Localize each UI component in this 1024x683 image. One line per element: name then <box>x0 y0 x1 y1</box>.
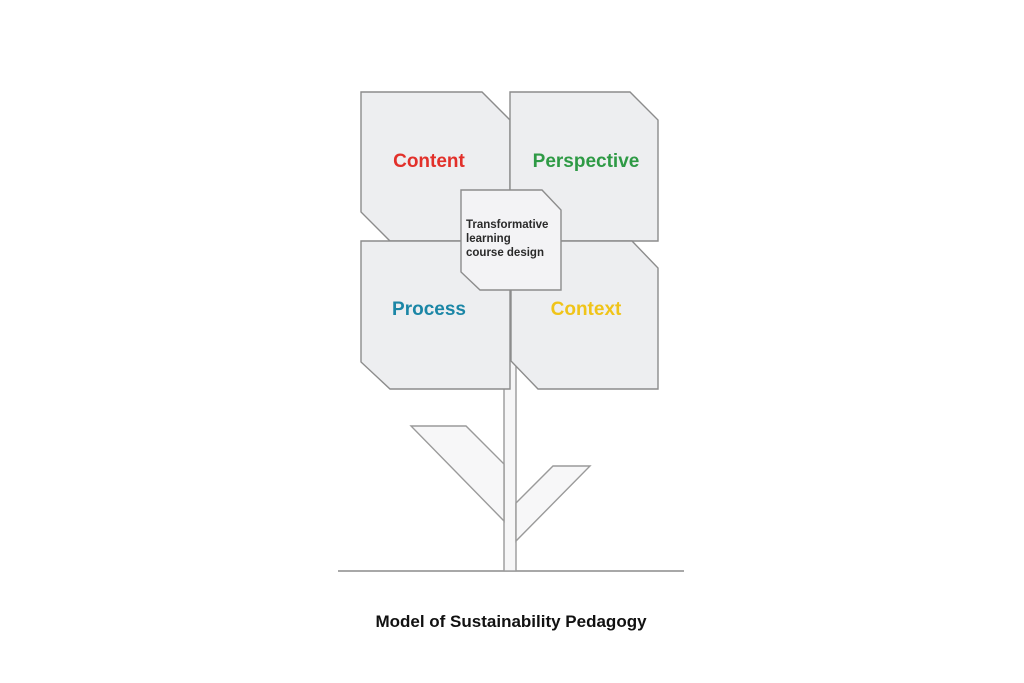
center-label-line-2: learning <box>466 233 511 245</box>
center-label-line-3: course design <box>466 247 544 259</box>
petal-label-content: Content <box>393 151 465 172</box>
petal-label-perspective: Perspective <box>533 151 640 172</box>
right-leaf <box>515 465 592 543</box>
center-box: Transformative learning course design <box>460 189 562 291</box>
petal-label-context: Context <box>551 299 622 320</box>
stem <box>503 359 517 572</box>
diagram-title: Model of Sustainability Pedagogy <box>375 612 647 631</box>
petal-label-process: Process <box>392 299 466 320</box>
left-leaf <box>409 425 505 523</box>
center-label-line-1: Transformative <box>466 219 548 231</box>
center-box-shape <box>460 189 562 291</box>
